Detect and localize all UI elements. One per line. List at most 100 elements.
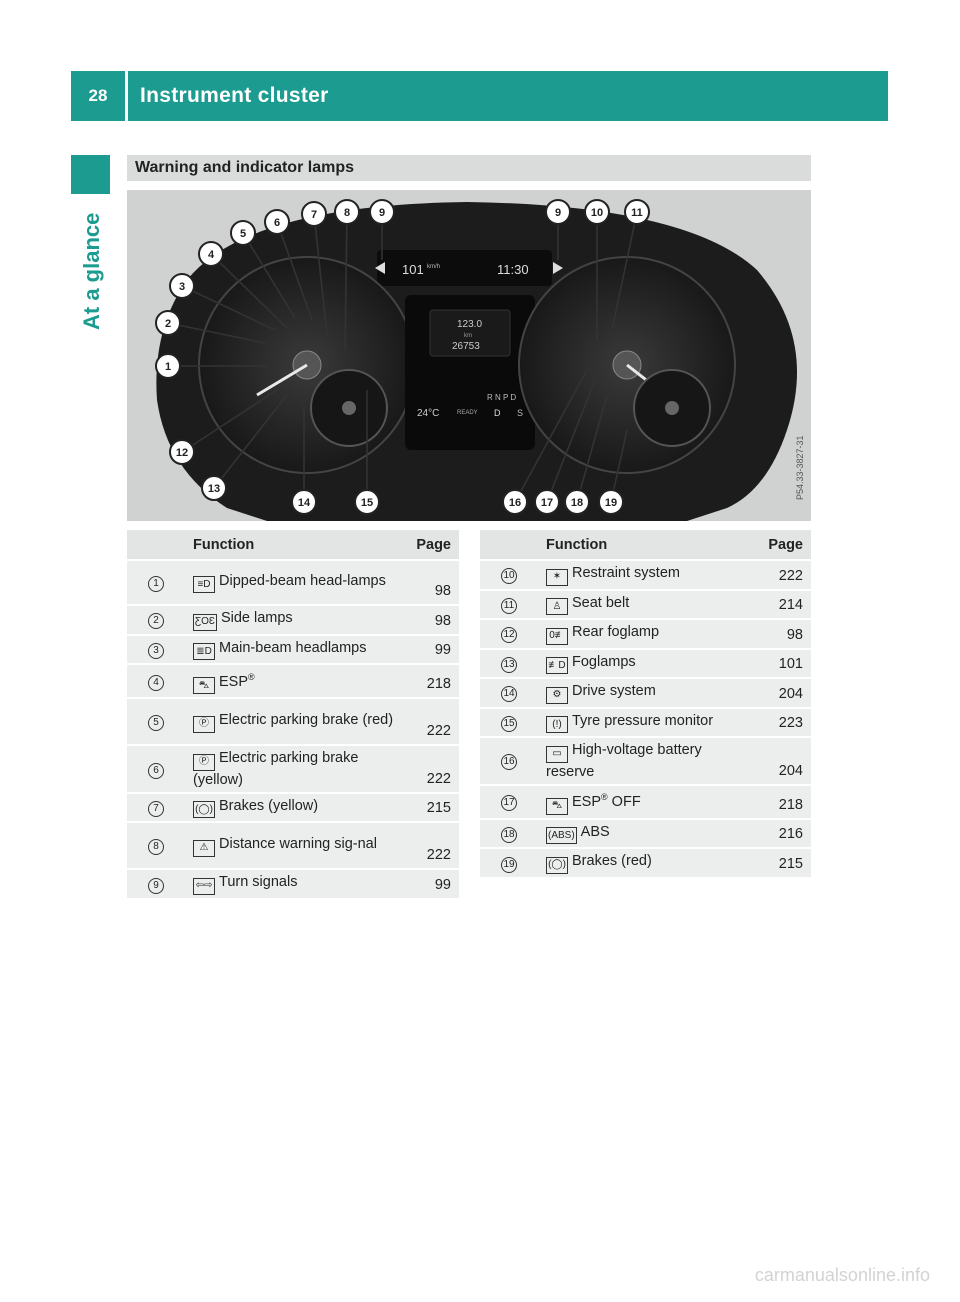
row-number: 19: [480, 849, 538, 879]
callout-number: 1: [165, 361, 171, 373]
warning-lamp-icon: ƸOƐ: [193, 613, 217, 631]
row-number: 10: [480, 561, 538, 591]
row-number-badge: 19: [501, 856, 517, 873]
callout-circle: [624, 199, 650, 225]
right-turn-arrow-icon: [553, 262, 563, 274]
page-number: 28: [88, 86, 108, 105]
row-function-text: High-voltage battery reserve: [546, 742, 702, 780]
callout-number: 9: [555, 207, 561, 219]
row-number: 14: [480, 679, 538, 709]
row-number-badge: 17: [501, 795, 517, 812]
row-function: (◯)Brakes (yellow): [185, 793, 403, 824]
row-number: 3: [127, 635, 185, 665]
left-turn-arrow-icon: [375, 262, 385, 274]
callout-circle: [291, 489, 317, 515]
row-number-badge: 9: [148, 877, 164, 894]
row-function: (ABS)ABS: [538, 819, 755, 850]
callout-number: 15: [361, 497, 373, 509]
side-tab-marker: [71, 155, 110, 194]
row-page: 222: [755, 561, 811, 591]
row-number-badge: 3: [148, 642, 164, 659]
row-function: ⛍ESP® OFF: [538, 785, 755, 820]
callout-number: 19: [605, 497, 617, 509]
callout-number: 8: [344, 207, 350, 219]
row-page: 222: [403, 746, 459, 794]
row-page: 98: [403, 606, 459, 636]
row-function-text: Main-beam headlamps: [219, 639, 367, 656]
row-function-text: Brakes (yellow): [219, 797, 319, 814]
row-function-text: Electric parking brake (red): [219, 712, 394, 729]
display-gears: R N P D: [487, 393, 516, 402]
callout-circle: [155, 310, 181, 336]
row-function-text: Side lamps: [220, 610, 293, 626]
figure-code: P54.33-3827-31: [795, 435, 805, 500]
row-function-text: Turn signals: [219, 874, 298, 891]
display-speed-unit: km/h: [427, 264, 440, 270]
side-label-text: At a glance: [79, 212, 104, 330]
cluster-illustration: 101 km/h 11:30 123.0 km 26753 24°C READY…: [155, 199, 805, 521]
row-number-badge: 10: [501, 568, 517, 585]
row-function: ⚙Drive system: [538, 679, 755, 709]
table-row: 19(◯)Brakes (red)215: [480, 849, 811, 879]
row-number-badge: 2: [148, 613, 164, 630]
function-header: Function: [185, 530, 403, 561]
callout-number: 3: [179, 281, 185, 293]
display-temp: 24°C: [417, 408, 439, 419]
row-number: 1: [127, 561, 185, 606]
row-page: 204: [755, 679, 811, 709]
display-trip-unit: km: [464, 333, 472, 339]
callout-number: 17: [541, 497, 553, 509]
warning-lamp-icon: Ⓟ: [193, 753, 215, 771]
row-number-badge: 13: [501, 656, 517, 673]
row-function: ▭High-voltage battery reserve: [538, 738, 755, 786]
row-number-badge: 5: [148, 715, 164, 732]
callout-number: 6: [274, 217, 280, 229]
warning-lamp-icon: ⚠: [193, 839, 215, 857]
callout-leaders: [167, 211, 638, 503]
row-function-text: ESP® OFF: [572, 792, 641, 811]
warning-lamp-icon: ⇦⇨: [193, 877, 215, 895]
callout-circle: [534, 489, 560, 515]
function-header: Function: [538, 530, 755, 561]
callout-circle: [354, 489, 380, 515]
row-number-badge: 11: [501, 597, 517, 614]
callout-circle: [502, 489, 528, 515]
row-number: 8: [127, 823, 185, 871]
display-drive: D: [494, 408, 501, 418]
display-odometer: 26753: [452, 341, 480, 352]
registered-mark: ®: [248, 672, 255, 682]
row-page: 99: [403, 870, 459, 900]
row-number: 4: [127, 665, 185, 700]
callout-circle: [545, 199, 571, 225]
row-page: 222: [403, 699, 459, 747]
num-header: [127, 530, 185, 561]
row-function-text: Brakes (red): [572, 853, 652, 870]
header-divider: [125, 71, 128, 121]
row-page: 215: [403, 793, 459, 824]
row-function-text: ABS: [580, 823, 610, 840]
callout-number: 9: [379, 207, 385, 219]
display-trip: 123.0: [457, 319, 482, 330]
row-number: 18: [480, 819, 538, 850]
row-page: 98: [403, 561, 459, 606]
row-number-badge: 7: [148, 801, 164, 818]
row-number: 11: [480, 590, 538, 620]
callout-circle: [369, 199, 395, 225]
warning-lamp-icon: ✶: [546, 568, 568, 586]
row-function: 0≢Rear foglamp: [538, 620, 755, 650]
warning-lamp-icon: (ABS): [546, 827, 577, 845]
warning-lamp-icon: ⛍: [193, 677, 215, 695]
row-function-text: ESP®: [219, 672, 255, 690]
page-header: Page: [403, 530, 459, 561]
display-time: 11:30: [497, 262, 529, 277]
table-row: 4⛍ESP®218: [127, 665, 459, 700]
